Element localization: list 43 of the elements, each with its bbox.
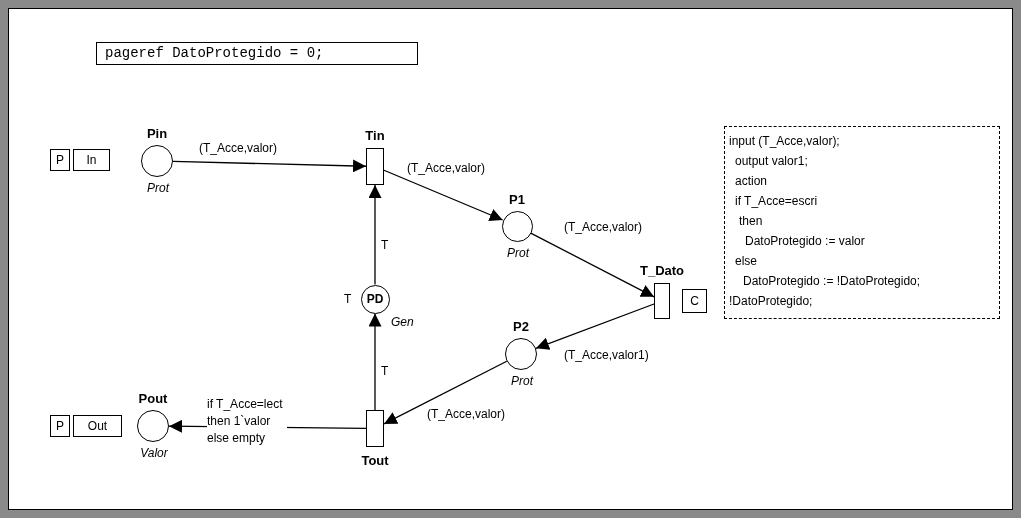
declaration-box: pageref DatoProtegido = 0; [96,42,418,65]
arc-arrow [368,184,382,286]
initial-marking: T [344,291,352,308]
transition-bar [366,410,384,447]
transition-bar [654,283,670,319]
port-tag: P [50,149,70,171]
arc-inscription: (T_Acce,valor) [564,219,643,236]
code-line: else [735,253,757,270]
port-tag: P [50,415,70,437]
arc-inscription: if T_Acce=lect then 1`valor else empty [207,396,287,447]
transition-name: Tin [365,127,385,145]
arc-arrow [172,159,367,173]
code-line: then [739,213,763,230]
code-line: DatoProtegido := valor [745,233,865,250]
color-set: Gen [391,314,414,331]
port-tag: In [73,149,110,171]
arc-inscription: (T_Acce,valor) [199,140,278,157]
code-line: !DatoProtegido; [729,293,813,310]
transition-name: Tout [361,452,389,470]
arc-inscription: (T_Acce,valor) [407,160,486,177]
arc-inscription: (T_Acce,valor) [427,406,506,423]
place-name: Pin [146,125,168,143]
port-tag: Out [73,415,122,437]
code-line: output valor1; [735,153,808,170]
transition-bar [366,148,384,185]
arc-arrow [368,312,382,411]
color-set: Prot [147,180,169,197]
code-line: DatoProtegido := !DatoProtegido; [743,273,921,290]
arc-arrow [383,169,504,221]
place-name: P1 [509,190,525,209]
port-tag: C [682,289,707,313]
place-name: P2 [513,318,529,336]
place-name: Pout [138,390,168,408]
code-inscription-box [724,126,1000,319]
transition-name: T_Dato [639,262,685,280]
code-line: action [735,173,768,190]
color-set: Prot [511,373,533,390]
code-line: input (T_Acce,valor); [729,133,840,150]
color-set: Valor [140,445,168,462]
color-set: Prot [507,244,529,262]
code-line: if T_Acce=escri [735,193,818,210]
arc-inscription: (T_Acce,valor1) [564,347,649,364]
arc-arrow [535,303,655,350]
